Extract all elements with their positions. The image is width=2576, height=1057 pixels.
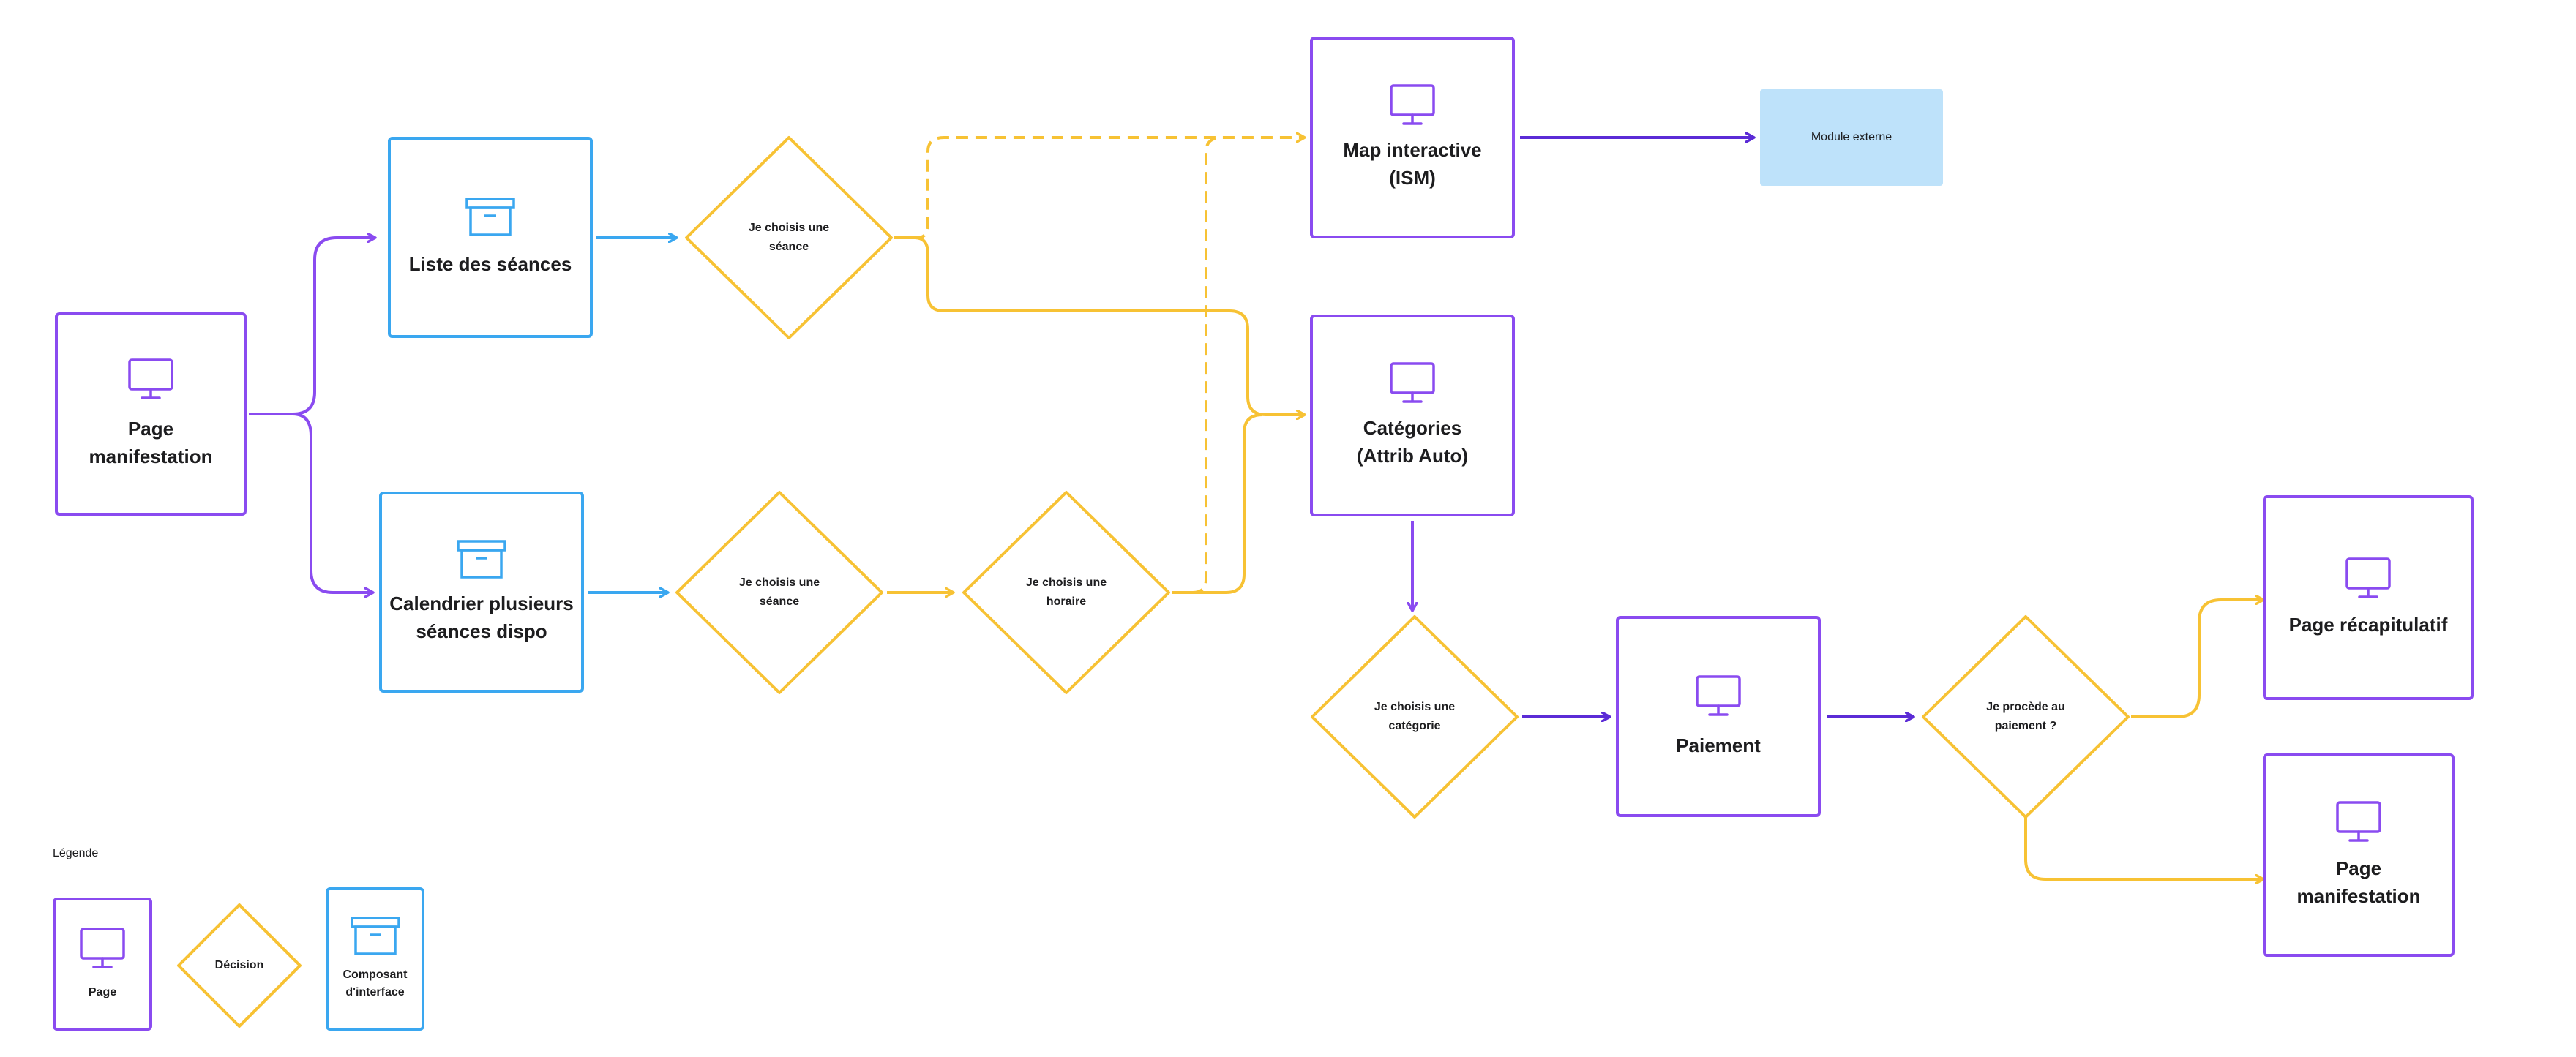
decision-label: Je choisis une séance [738, 576, 820, 608]
legend-page: Page [53, 898, 152, 1031]
decision-horaire[interactable]: Je choisis une horaire [964, 492, 1169, 693]
archive-box-icon [457, 539, 506, 579]
node-label: Catégories (Attrib Auto) [1356, 417, 1469, 467]
decision-seance-top[interactable]: Je choisis une séance [686, 138, 891, 338]
connector-seance-to-categories [894, 236, 1305, 415]
legend-decision-label: Décision [214, 959, 264, 971]
page-manifestation-right[interactable]: Page manifestation [2263, 753, 2455, 957]
archive-box-icon [350, 917, 400, 955]
monitor-icon [2336, 801, 2381, 842]
connector-procede-to-recapitulatif [2131, 600, 2264, 718]
decision-diamond-categorie [1311, 615, 1519, 819]
node-label: Page manifestation [89, 418, 213, 467]
monitor-icon [80, 928, 125, 968]
decision-diamond-paiement [1922, 615, 2130, 819]
legend-composant-label: Composant d'interface [342, 968, 408, 998]
connector-seance-to-map-dashed [894, 138, 1305, 239]
decision-diamond-seance-bottom [675, 491, 883, 694]
module-externe-box[interactable]: Module externe [1760, 89, 1943, 186]
page-manifestation-left[interactable]: Page manifestation [55, 312, 247, 516]
monitor-icon [128, 358, 173, 399]
node-label: Calendrier plusieurs séances dispo [389, 592, 574, 642]
legend-title: Légende [53, 847, 99, 859]
module-externe-label: Module externe [1811, 131, 1892, 143]
monitor-icon [2345, 557, 2391, 598]
calendrier-component[interactable]: Calendrier plusieurs séances dispo [379, 492, 584, 693]
decision-categorie[interactable]: Je choisis une catégorie [1312, 617, 1517, 817]
connector-horaire-to-map-dashed [1172, 136, 1223, 594]
node-label: Map interactive (ISM) [1343, 139, 1482, 189]
archive-box-icon [465, 197, 515, 236]
decision-label: Je choisis une séance [748, 222, 830, 253]
legend-composant: Composant d'interface [326, 887, 424, 1031]
liste-seances-component[interactable]: Liste des séances [388, 137, 593, 338]
decision-diamond-horaire [962, 491, 1170, 694]
node-label: Liste des séances [408, 252, 572, 275]
connector-manifestation-to-calendrier [249, 413, 373, 593]
connector-manifestation-to-liste [249, 238, 375, 415]
decision-label: Je procède au paiement ? [1986, 701, 2065, 732]
monitor-icon [1696, 674, 1741, 716]
connector-procede-to-manifestation [2024, 817, 2264, 879]
map-interactive-page[interactable]: Map interactive (ISM) [1310, 37, 1515, 238]
node-label: Page récapitulatif [2288, 614, 2448, 636]
decision-label: Je choisis une horaire [1025, 576, 1107, 608]
node-label: Paiement [1676, 734, 1761, 756]
monitor-icon [1390, 362, 1435, 403]
categories-page[interactable]: Catégories (Attrib Auto) [1310, 315, 1515, 516]
decision-diamond-seance-top [685, 136, 893, 339]
paiement-page[interactable]: Paiement [1616, 616, 1821, 817]
node-label: Page manifestation [2296, 857, 2421, 907]
legend-diamond [177, 903, 302, 1028]
decision-procede-paiement[interactable]: Je procède au paiement ? [1923, 617, 2128, 817]
page-recapitulatif[interactable]: Page récapitulatif [2263, 495, 2474, 700]
legend-decision: Décision [179, 905, 300, 1026]
decision-label: Je choisis une catégorie [1374, 701, 1456, 732]
monitor-icon [1390, 84, 1435, 125]
connector-horaire-to-categories [1172, 413, 1263, 594]
decision-seance-bottom[interactable]: Je choisis une séance [677, 492, 882, 693]
legend-page-label: Page [88, 986, 117, 998]
